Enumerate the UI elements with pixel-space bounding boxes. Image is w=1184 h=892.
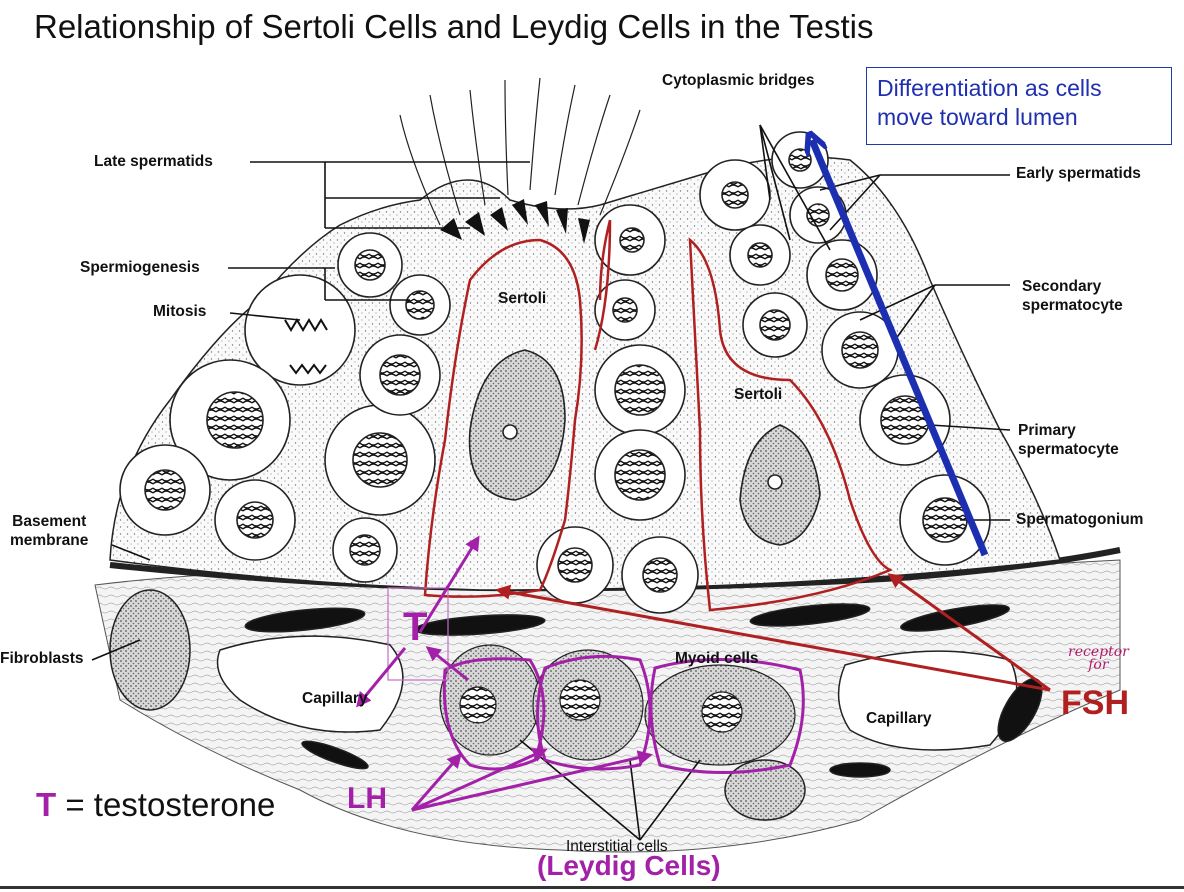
fsh-label: FSH bbox=[1061, 684, 1129, 722]
bottom-divider bbox=[0, 886, 1184, 889]
receptor-line2: for bbox=[1088, 657, 1109, 673]
differentiation-callout: Differentiation as cells move toward lum… bbox=[866, 67, 1172, 145]
label-sertoli-right: Sertoli bbox=[734, 386, 783, 403]
receptor-note: receptor for bbox=[1068, 644, 1129, 673]
label-primary-line1: Primary bbox=[1018, 422, 1076, 439]
callout-line1: Differentiation as cells bbox=[877, 75, 1102, 101]
lh-label: LH bbox=[347, 782, 387, 815]
differentiation-arrow bbox=[812, 140, 989, 557]
label-early-spermatids: Early spermatids bbox=[1016, 165, 1141, 182]
label-myoid-cells: Myoid cells bbox=[675, 650, 759, 667]
sertoli-nuclei bbox=[468, 349, 821, 546]
label-spermatogonium: Spermatogonium bbox=[1016, 511, 1144, 528]
label-spermiogenesis: Spermiogenesis bbox=[80, 259, 200, 276]
label-fibroblasts: Fibroblasts bbox=[0, 650, 84, 667]
callout-line2: move toward lumen bbox=[877, 104, 1078, 130]
receptor-line1: receptor bbox=[1068, 644, 1129, 660]
spermatid-flagella bbox=[399, 77, 641, 226]
page-title: Relationship of Sertoli Cells and Leydig… bbox=[34, 8, 874, 45]
label-basement-membrane: Basement membrane bbox=[10, 512, 88, 550]
label-basement-line2: membrane bbox=[10, 532, 89, 549]
label-leader-lines bbox=[91, 124, 1011, 841]
t-definition-text: = testosterone bbox=[56, 786, 276, 823]
interstitial-cells bbox=[439, 644, 796, 766]
label-interstitial-cells: Interstitial cells bbox=[566, 838, 668, 855]
label-basement-line1: Basement bbox=[12, 513, 87, 530]
testosterone-marker: T bbox=[403, 605, 428, 649]
fsh-receptor-arrows bbox=[495, 573, 1051, 692]
label-primary-spermatocyte: Primary spermatocyte bbox=[1018, 421, 1119, 459]
t-highlight-box bbox=[387, 587, 449, 681]
label-cytoplasmic-bridges: Cytoplasmic bridges bbox=[662, 72, 815, 89]
leydig-cells-label: (Leydig Cells) bbox=[537, 850, 721, 881]
lh-and-t-arrows bbox=[356, 535, 653, 812]
late-spermatid-heads bbox=[440, 199, 590, 244]
label-secondary-line2: spermatocyte bbox=[1022, 297, 1123, 314]
testosterone-definition: T = testosterone bbox=[36, 786, 275, 824]
label-primary-line2: spermatocyte bbox=[1018, 441, 1119, 458]
capillaries-and-myoid bbox=[109, 589, 1043, 821]
label-mitosis: Mitosis bbox=[153, 303, 207, 320]
label-sertoli-left: Sertoli bbox=[498, 290, 547, 307]
label-secondary-line1: Secondary bbox=[1022, 278, 1102, 295]
sertoli-outlines bbox=[423, 219, 893, 612]
label-capillary-right: Capillary bbox=[866, 710, 932, 727]
label-late-spermatids: Late spermatids bbox=[94, 153, 213, 170]
label-capillary-left: Capillary bbox=[302, 690, 368, 707]
mitotic-figures bbox=[284, 318, 328, 375]
label-secondary-spermatocyte: Secondary spermatocyte bbox=[1022, 277, 1123, 315]
t-symbol: T bbox=[36, 786, 57, 823]
